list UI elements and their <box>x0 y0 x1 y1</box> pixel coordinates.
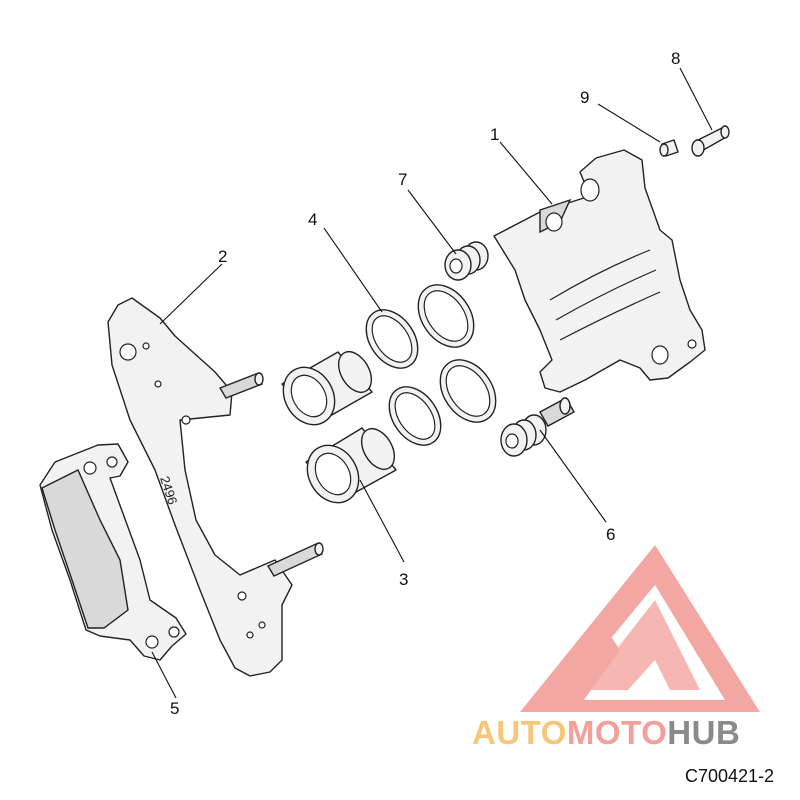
piston-lower <box>305 427 397 504</box>
callout-4: 4 <box>308 210 317 229</box>
leader-8 <box>679 67 713 131</box>
bushing-upper <box>444 241 489 281</box>
watermark-logo-icon <box>520 545 760 712</box>
callout-1: 1 <box>490 125 499 144</box>
callout-3: 3 <box>399 570 408 589</box>
callout-5: 5 <box>170 699 179 718</box>
callout-8: 8 <box>671 49 680 68</box>
leader-lines <box>151 67 713 699</box>
piston-upper <box>281 351 373 426</box>
figure-code: C700421-2 <box>685 766 775 786</box>
leader-4 <box>323 227 383 313</box>
leader-2 <box>159 263 223 325</box>
bleeder-valve <box>691 125 730 157</box>
leader-5 <box>151 651 177 699</box>
leader-6 <box>539 429 607 523</box>
callout-2: 2 <box>218 247 227 266</box>
leader-3 <box>359 479 405 563</box>
callout-6: 6 <box>606 525 615 544</box>
watermark-hub: HUB <box>667 714 741 751</box>
callout-labels: 1 2 3 4 5 6 7 8 9 <box>170 49 680 718</box>
watermark-text: AUTOMOTOHUB <box>472 716 740 749</box>
leader-1 <box>499 141 553 205</box>
caliper-bracket: 2496 <box>107 297 324 677</box>
bushing-lower-pin <box>500 397 575 457</box>
caliper-body <box>493 149 706 393</box>
leader-9 <box>597 103 661 143</box>
seal-rings <box>365 284 497 446</box>
bleeder-cap <box>659 139 679 157</box>
leader-7 <box>407 189 457 255</box>
callout-7: 7 <box>398 170 407 189</box>
brake-pad <box>39 443 187 661</box>
callout-9: 9 <box>580 88 589 107</box>
watermark-moto: MOTO <box>566 714 668 751</box>
watermark-auto: AUTO <box>472 714 567 751</box>
